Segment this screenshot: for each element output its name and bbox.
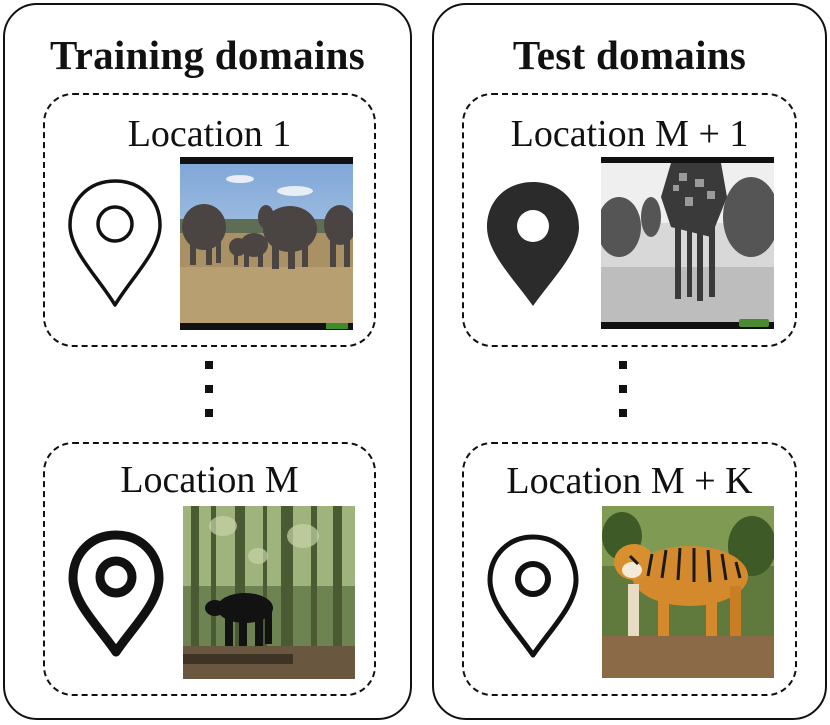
map-pin-bold-ring-icon	[68, 530, 164, 657]
camera-trap-elephants-photo	[180, 157, 353, 330]
location-card-1: Location 1	[43, 93, 376, 347]
location-card-m-plus-1: Location M + 1	[462, 93, 797, 347]
training-domains-panel: Training domains Location 1	[3, 3, 412, 720]
location-label: Location M	[120, 459, 299, 501]
camera-trap-bear-forest-photo	[183, 506, 355, 679]
location-label: Location M + 1	[510, 113, 749, 155]
test-domains-title: Test domains	[512, 32, 747, 78]
location-label: Location 1	[127, 113, 292, 155]
training-domains-title: Training domains	[49, 32, 366, 78]
camera-trap-giraffe-bw-photo	[601, 157, 774, 329]
map-pin-filled-icon	[487, 182, 579, 306]
camera-trap-tiger-photo	[602, 506, 774, 678]
ellipsis-dots	[619, 361, 629, 433]
location-label: Location M + K	[506, 460, 753, 502]
ellipsis-dots	[205, 361, 215, 433]
map-pin-ring-icon	[487, 534, 579, 658]
location-card-m: Location M	[43, 442, 376, 696]
test-domains-panel: Test domains Location M + 1	[432, 3, 827, 720]
map-pin-outline-icon	[68, 179, 162, 307]
location-card-m-plus-k: Location M + K	[462, 442, 797, 696]
